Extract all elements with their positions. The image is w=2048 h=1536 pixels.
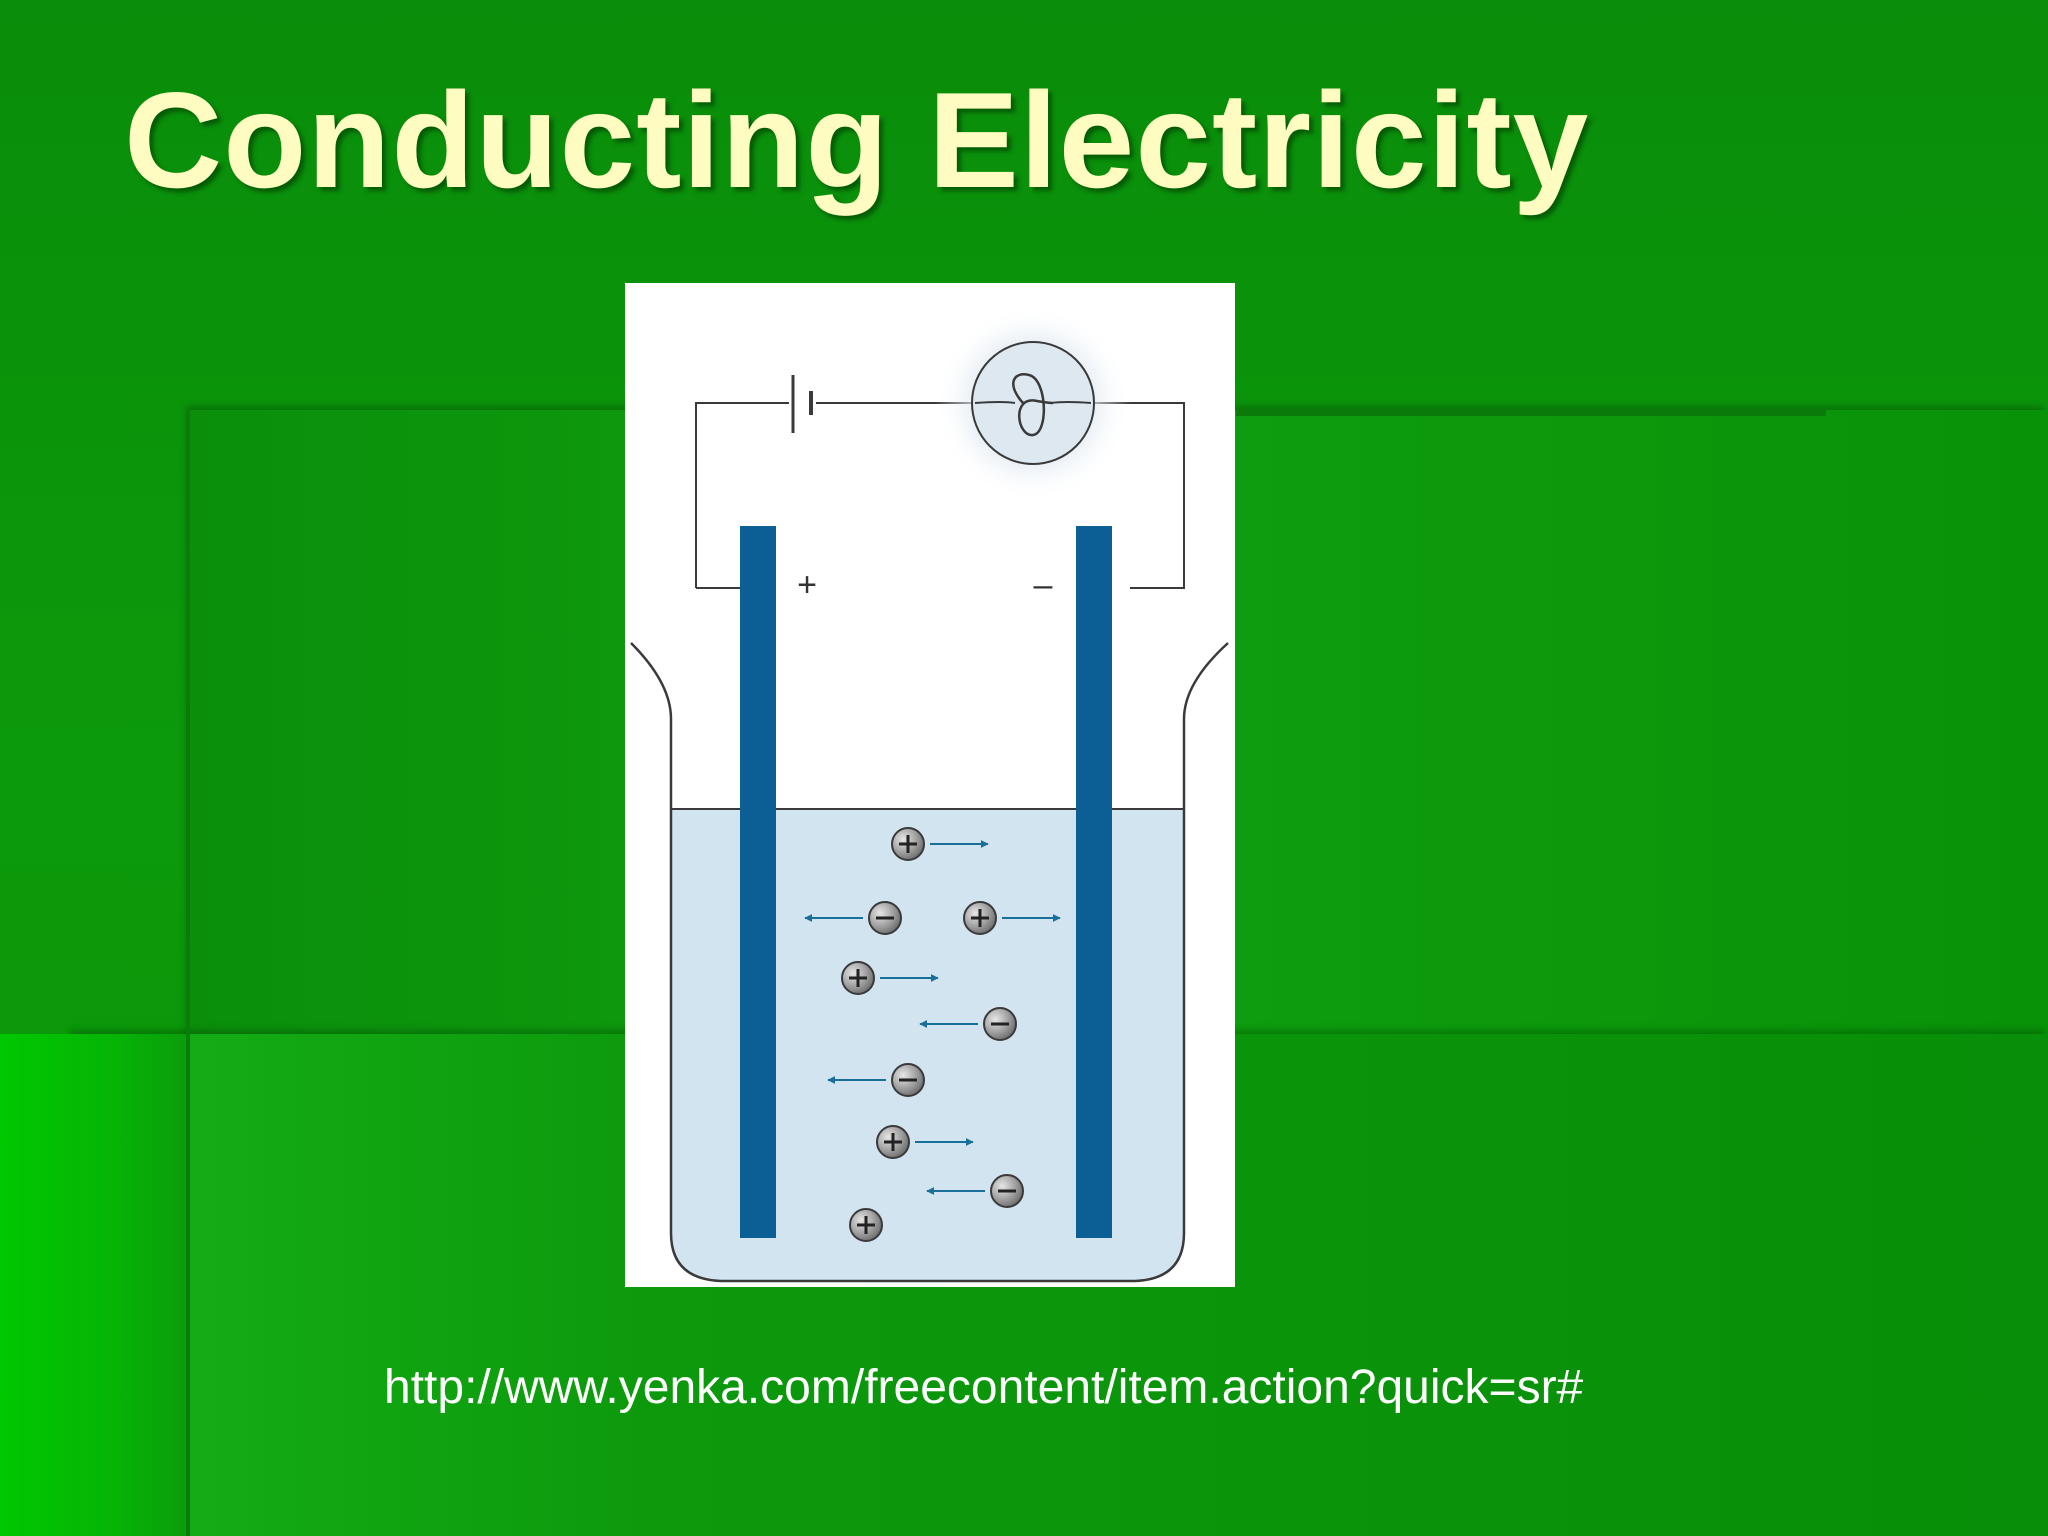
- anode-electrode: [740, 526, 776, 1238]
- background-panel-divider: [186, 410, 190, 1536]
- ion-group: [804, 827, 1061, 1242]
- light-bulb-icon: [935, 305, 1131, 501]
- anode-sign: +: [797, 566, 817, 604]
- positive-ion: [963, 901, 1061, 935]
- positive-ion: [891, 827, 989, 861]
- battery-icon: [791, 375, 813, 433]
- background-panel-corner: [0, 1034, 190, 1536]
- cathode-electrode: [1076, 526, 1112, 1238]
- positive-ion: [876, 1125, 974, 1159]
- negative-ion: [919, 1007, 1017, 1041]
- electrolyte-solution: [671, 809, 1184, 1281]
- slide-title: Conducting Electricity: [124, 64, 1590, 216]
- source-url-link[interactable]: http://www.yenka.com/freecontent/item.ac…: [384, 1361, 1584, 1414]
- background-panel-edge: [1236, 408, 1826, 416]
- diagram-svg: + –: [630, 305, 1229, 1283]
- electrolysis-diagram: + –: [625, 283, 1235, 1287]
- cathode-sign: –: [1034, 566, 1053, 604]
- positive-ion: [849, 1208, 883, 1242]
- negative-ion: [804, 901, 902, 935]
- positive-ion: [841, 961, 939, 995]
- negative-ion: [926, 1174, 1024, 1208]
- negative-ion: [827, 1063, 925, 1097]
- beaker-icon: [630, 642, 1229, 1283]
